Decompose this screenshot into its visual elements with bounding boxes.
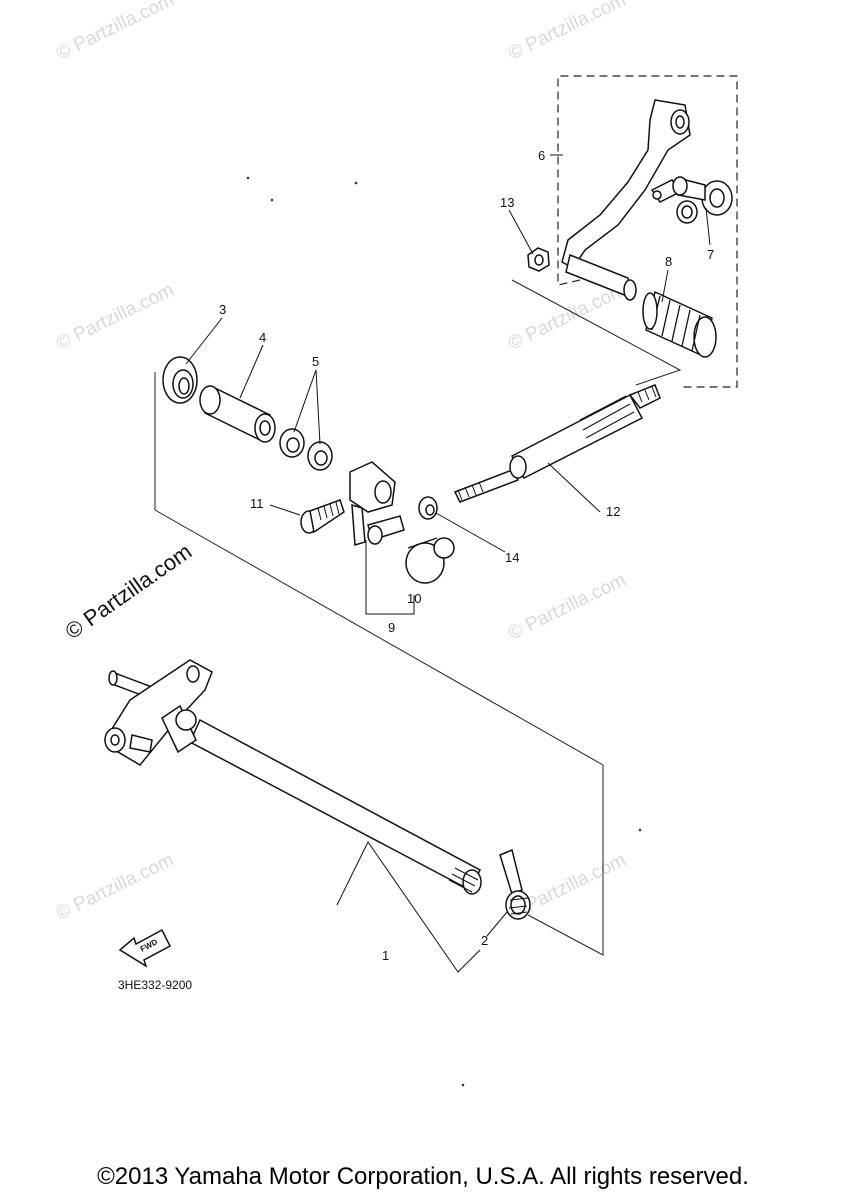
bolt [300, 499, 345, 534]
diagram-code: 3HE332-9200 [118, 978, 192, 992]
assembly-lines [154, 279, 682, 956]
fwd-arrow-icon: FWD [118, 928, 171, 968]
callout-label: 2 [481, 933, 488, 948]
watermark-faint: © Partzilla.com [53, 0, 177, 64]
callout-label: 13 [500, 195, 514, 210]
nut [418, 496, 438, 520]
watermark-faint: © Partzilla.com [53, 849, 177, 924]
leader-lines [185, 154, 711, 973]
watermark-faint: © Partzilla.com [53, 279, 177, 354]
callout-label: 9 [388, 620, 395, 635]
stray-dots [246, 176, 642, 1087]
callout-label: 12 [606, 504, 620, 519]
callout-label: 6 [538, 148, 545, 163]
copyright-notice: ©2013 Yamaha Motor Corporation, U.S.A. A… [97, 1163, 749, 1190]
callout-labels: 1 2 3 4 5 6 7 8 9 10 11 12 13 14 [219, 148, 714, 963]
callout-label: 4 [259, 330, 266, 345]
shift-shaft [104, 659, 482, 895]
rod-end-joint [672, 176, 733, 224]
callout-label: 5 [312, 354, 319, 369]
watermark-faint: © Partzilla.com [505, 0, 629, 64]
bushes [279, 428, 333, 471]
watermark-faint: © Partzilla.com [505, 569, 629, 644]
watermark-main: © Partzilla.com [61, 539, 197, 645]
joint [405, 537, 455, 584]
pedal-rubber [642, 290, 717, 358]
shift-rod [453, 384, 661, 503]
oil-seal [162, 356, 198, 404]
collar [199, 385, 276, 443]
watermark-faint: © Partzilla.com [505, 279, 629, 354]
callout-label: 10 [407, 591, 421, 606]
callout-label: 3 [219, 302, 226, 317]
callout-label: 11 [250, 496, 264, 511]
callout-label: 1 [382, 948, 389, 963]
callout-label: 7 [707, 247, 714, 262]
shift-pedal [561, 99, 691, 301]
pedal-assembly-boundary [557, 75, 738, 388]
callout-label: 14 [505, 550, 519, 565]
callout-label: 8 [665, 254, 672, 269]
torsion-spring [499, 848, 531, 920]
shift-arm [349, 461, 405, 546]
